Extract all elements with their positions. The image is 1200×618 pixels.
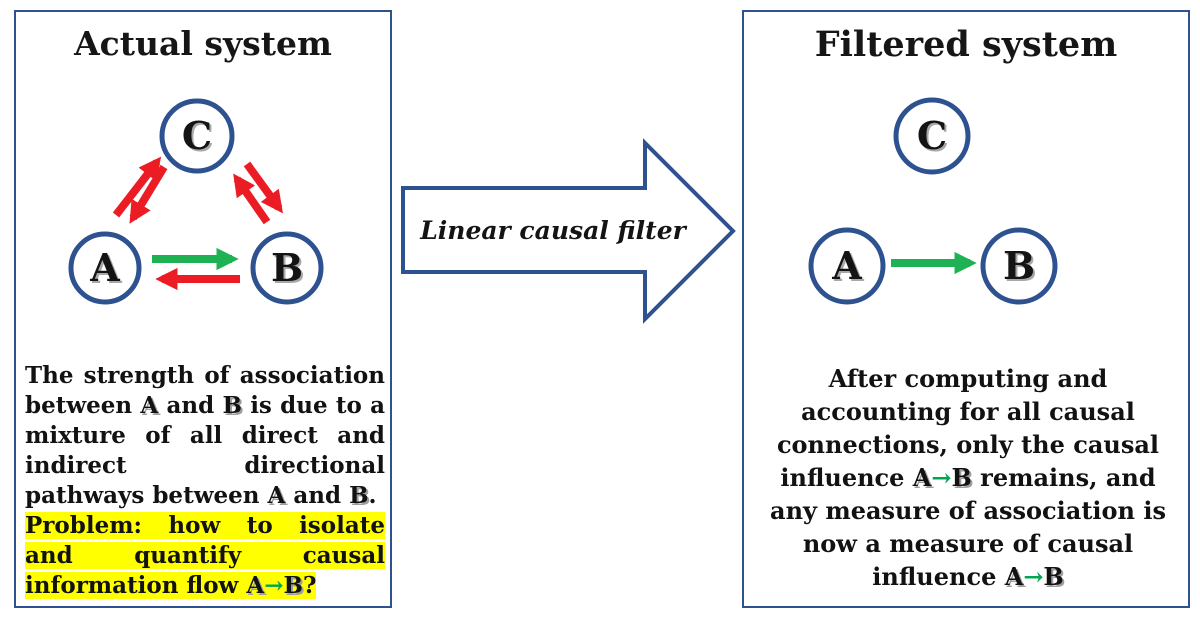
description-text: remains, and any measure of association … — [770, 463, 1166, 591]
highlighted-problem: Problem: how to isolate and quantify cau… — [25, 512, 385, 599]
inline-node-a: A — [267, 482, 286, 509]
description-text: and — [158, 392, 223, 419]
inline-node-b: B — [1043, 562, 1064, 591]
red-arrow-a-to-c — [112, 156, 162, 218]
actual-system-title: Actual system — [74, 24, 332, 63]
red-arrow-c-to-b — [243, 161, 283, 214]
inline-node-b: B — [283, 572, 303, 599]
node-c-circle — [159, 98, 235, 174]
inline-green-arrow-icon: → — [264, 572, 284, 599]
red-arrow-c-to-a — [129, 164, 168, 224]
description-text: After computing and accounting for all c… — [776, 364, 1160, 492]
node-c-label: C — [182, 113, 212, 158]
description-text: and — [285, 482, 350, 509]
filtered-system-description: After computing and accounting for all c… — [755, 362, 1181, 593]
node-a-circle — [68, 231, 142, 305]
node-c-label: C — [917, 113, 947, 158]
filtered-system-title: Filtered system — [814, 24, 1118, 65]
inline-node-b: B — [951, 463, 972, 492]
inline-green-arrow-icon: → — [1023, 562, 1044, 591]
filtered-system-panel: Filtered system C A B After computing an… — [742, 10, 1190, 608]
node-b-circle — [980, 227, 1058, 305]
inline-node-a: A — [246, 572, 265, 599]
description-text: is due to a mixture of all direct and in… — [25, 392, 385, 509]
inline-node-b: B — [222, 392, 242, 419]
red-arrow-b-to-c — [233, 173, 271, 225]
block-arrow-shape — [401, 138, 736, 324]
inline-green-arrow-icon: → — [931, 463, 952, 492]
actual-system-panel: Actual system C A — [14, 10, 392, 608]
node-b-label: B — [271, 245, 303, 290]
node-a-circle — [808, 227, 886, 305]
actual-system-text-block: The strength of association between A an… — [25, 361, 385, 601]
inline-node-b: B — [349, 482, 369, 509]
inline-node-a: A — [1004, 562, 1024, 591]
node-b-label: B — [1003, 243, 1035, 288]
inline-node-a: A — [912, 463, 932, 492]
problem-text: ? — [302, 572, 317, 599]
association-description: The strength of association between A an… — [25, 361, 385, 511]
inline-node-a: A — [140, 392, 159, 419]
actual-system-diagram: C A B — [68, 98, 324, 305]
node-c-circle — [893, 97, 971, 175]
linear-causal-filter-arrow: Linear causal filter — [395, 135, 745, 330]
description-text: The strength of association between — [25, 362, 385, 419]
node-a-label: A — [89, 245, 120, 290]
right-block-arrow-icon — [401, 138, 736, 324]
description-text: . — [368, 482, 377, 509]
node-b-circle — [250, 231, 324, 305]
problem-text: Problem: how to isolate and quantify cau… — [25, 512, 385, 599]
node-a-label: A — [831, 243, 862, 288]
filter-arrow-label: Linear causal filter — [420, 215, 686, 245]
problem-statement: Problem: how to isolate and quantify cau… — [25, 511, 385, 601]
